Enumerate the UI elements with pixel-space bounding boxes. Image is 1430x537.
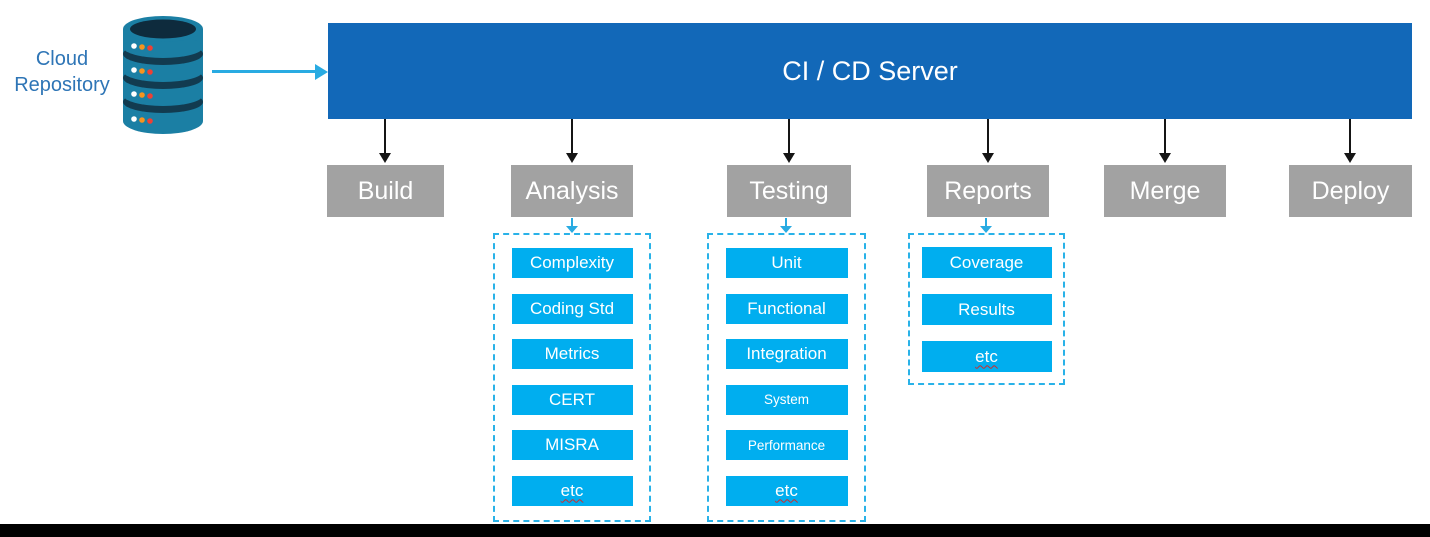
reports-substeps-panel: Coverage Results etc: [908, 233, 1065, 385]
substep-metrics: Metrics: [511, 339, 633, 369]
stage-build: Build: [327, 165, 444, 217]
stage-merge: Merge: [1104, 165, 1226, 217]
cloud-repository-label-line1: Cloud: [35, 48, 89, 70]
stage-testing: Testing: [727, 165, 851, 217]
testing-to-substeps-arrow: [780, 218, 792, 233]
analysis-to-substeps-arrow: [566, 218, 578, 233]
substep-analysis-etc: etc: [511, 475, 633, 506]
stage-analysis-label: Analysis: [525, 176, 619, 205]
substep-misra: MISRA: [511, 430, 633, 460]
substep-cert: CERT: [511, 384, 633, 415]
substep-unit: Unit: [725, 248, 848, 278]
substep-coding-std: Coding Std: [511, 293, 633, 324]
stage-reports: Reports: [927, 165, 1049, 217]
server-to-testing-arrow: [783, 119, 795, 163]
stage-reports-label: Reports: [944, 176, 1032, 205]
analysis-substeps-panel: Complexity Coding Std Metrics CERT MISRA…: [493, 233, 651, 522]
substep-integration: Integration: [725, 339, 848, 369]
cloud-repository-label: Cloud Repository: [6, 46, 118, 98]
substep-functional: Functional: [725, 293, 848, 324]
substep-system: System: [725, 384, 848, 415]
server-to-build-arrow: [379, 119, 391, 163]
ci-cd-server-banner: CI / CD Server: [328, 23, 1412, 119]
server-to-deploy-arrow: [1344, 119, 1356, 163]
server-to-merge-arrow: [1159, 119, 1171, 163]
substep-performance: Performance: [725, 430, 848, 460]
ci-cd-server-label: CI / CD Server: [782, 55, 958, 86]
server-to-reports-arrow: [982, 119, 994, 163]
substep-complexity: Complexity: [511, 248, 633, 278]
server-to-analysis-arrow: [566, 119, 578, 163]
arrow-head: [315, 63, 328, 80]
database-icon: [123, 16, 203, 134]
reports-to-substeps-arrow: [980, 218, 992, 233]
bottom-black-bar: [0, 524, 1430, 537]
arrow-line: [212, 70, 315, 73]
stage-deploy-label: Deploy: [1311, 176, 1390, 205]
database-dots: [131, 43, 153, 124]
stage-deploy: Deploy: [1289, 165, 1412, 217]
substep-reports-etc: etc: [921, 341, 1052, 372]
repo-to-server-arrow: [212, 63, 328, 80]
stage-analysis: Analysis: [511, 165, 633, 217]
substep-coverage: Coverage: [921, 247, 1052, 278]
substep-testing-etc: etc: [725, 475, 848, 506]
stage-build-label: Build: [357, 176, 414, 205]
testing-substeps-panel: Unit Functional Integration System Perfo…: [707, 233, 866, 522]
substep-results: Results: [921, 294, 1052, 325]
stage-testing-label: Testing: [749, 176, 829, 205]
stage-merge-label: Merge: [1129, 176, 1201, 205]
cloud-repository-label-line2: Repository: [14, 74, 110, 96]
